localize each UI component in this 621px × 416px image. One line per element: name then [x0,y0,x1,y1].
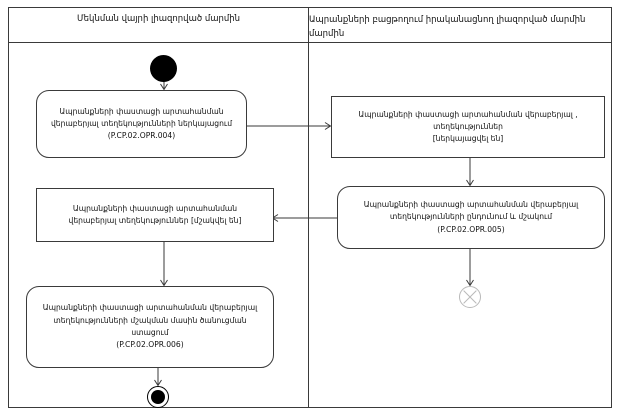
swimlane-header-left-label: Մեկնման վայրի լիազորված մարմին [76,14,241,24]
object-node-info-submitted-line2: տեղեկություններ [433,121,503,131]
action-node-opr-004-text: Ապրանքների փաստացի արտահանման վերաբերյալ… [44,106,239,143]
object-node-info-processed-line2: վերաբերյալ տեղեկություններ [մշակվել են] [68,216,242,225]
flow-final-node [459,286,481,308]
swimlane-header-right: Ապրանքների բացթողում իրականացնող լիազորվ… [309,7,611,42]
action-node-opr-006[interactable]: Ապրանքների փաստացի արտահանման վերաբերյալ… [26,286,274,368]
object-node-info-processed-text: Ապրանքների փաստացի արտահանման վերաբերյալ… [62,203,249,228]
initial-node [150,55,177,82]
action-node-opr-004[interactable]: Ապրանքների փաստացի արտահանման վերաբերյալ… [36,90,247,158]
action-node-opr-005-text: Ապրանքների փաստացի արտահանման վերաբերյալ… [357,199,585,236]
action-node-opr-004-ref: (P.CP.02.OPR.004) [107,131,176,141]
object-node-info-submitted-line1: Ապրանքների փաստացի արտահանման վերաբերյալ… [358,109,578,119]
object-node-info-submitted-line3: [ներկայացվել են] [432,134,504,144]
swimlane-header-left: Մեկնման վայրի լիազորված մարմին [9,7,308,42]
action-node-opr-005[interactable]: Ապրանքների փաստացի արտահանման վերաբերյալ… [337,186,605,249]
object-node-info-processed[interactable]: Ապրանքների փաստացի արտահանման վերաբերյալ… [36,188,274,242]
action-node-opr-005-line1: Ապրանքների փաստացի արտահանման վերաբերյալ [363,200,579,210]
action-node-opr-004-line2: վերաբերյալ տեղեկությունների ներկայացում [50,118,233,128]
object-node-info-submitted-text: Ապրանքների փաստացի արտահանման վերաբերյալ… [351,109,584,146]
object-node-info-submitted[interactable]: Ապրանքների փաստացի արտահանման վերաբերյալ… [331,96,605,158]
action-node-opr-005-ref: (P.CP.02.OPR.005) [437,224,505,234]
action-node-opr-004-line1: Ապրանքների փաստացի արտահանման [59,106,224,116]
action-node-opr-006-ref: (P.CP.02.OPR.006) [116,340,184,350]
action-node-opr-006-line2: տեղեկությունների մշակման մասին ծանուցման [53,315,247,325]
action-node-opr-006-text: Ապրանքների փաստացի արտահանման վերաբերյալ… [36,302,264,351]
swimlane-header-right-sublabel: մարմին [309,28,345,39]
swimlane-vertical-divider [308,7,309,408]
action-node-opr-006-line1: Ապրանքների փաստացի արտահանման վերաբերյալ [42,303,258,313]
swimlane-header-divider [8,42,612,43]
action-node-opr-005-line2: տեղեկությունների ընդունում և մշակում [389,212,553,222]
activity-final-node [147,386,169,408]
object-node-info-processed-line1: Ապրանքների փաստացի արտահանման [72,203,238,213]
action-node-opr-006-line3: ստացում [131,328,169,337]
swimlane-header-right-label: Ապրանքների բացթողում իրականացնող լիազորվ… [309,15,586,26]
